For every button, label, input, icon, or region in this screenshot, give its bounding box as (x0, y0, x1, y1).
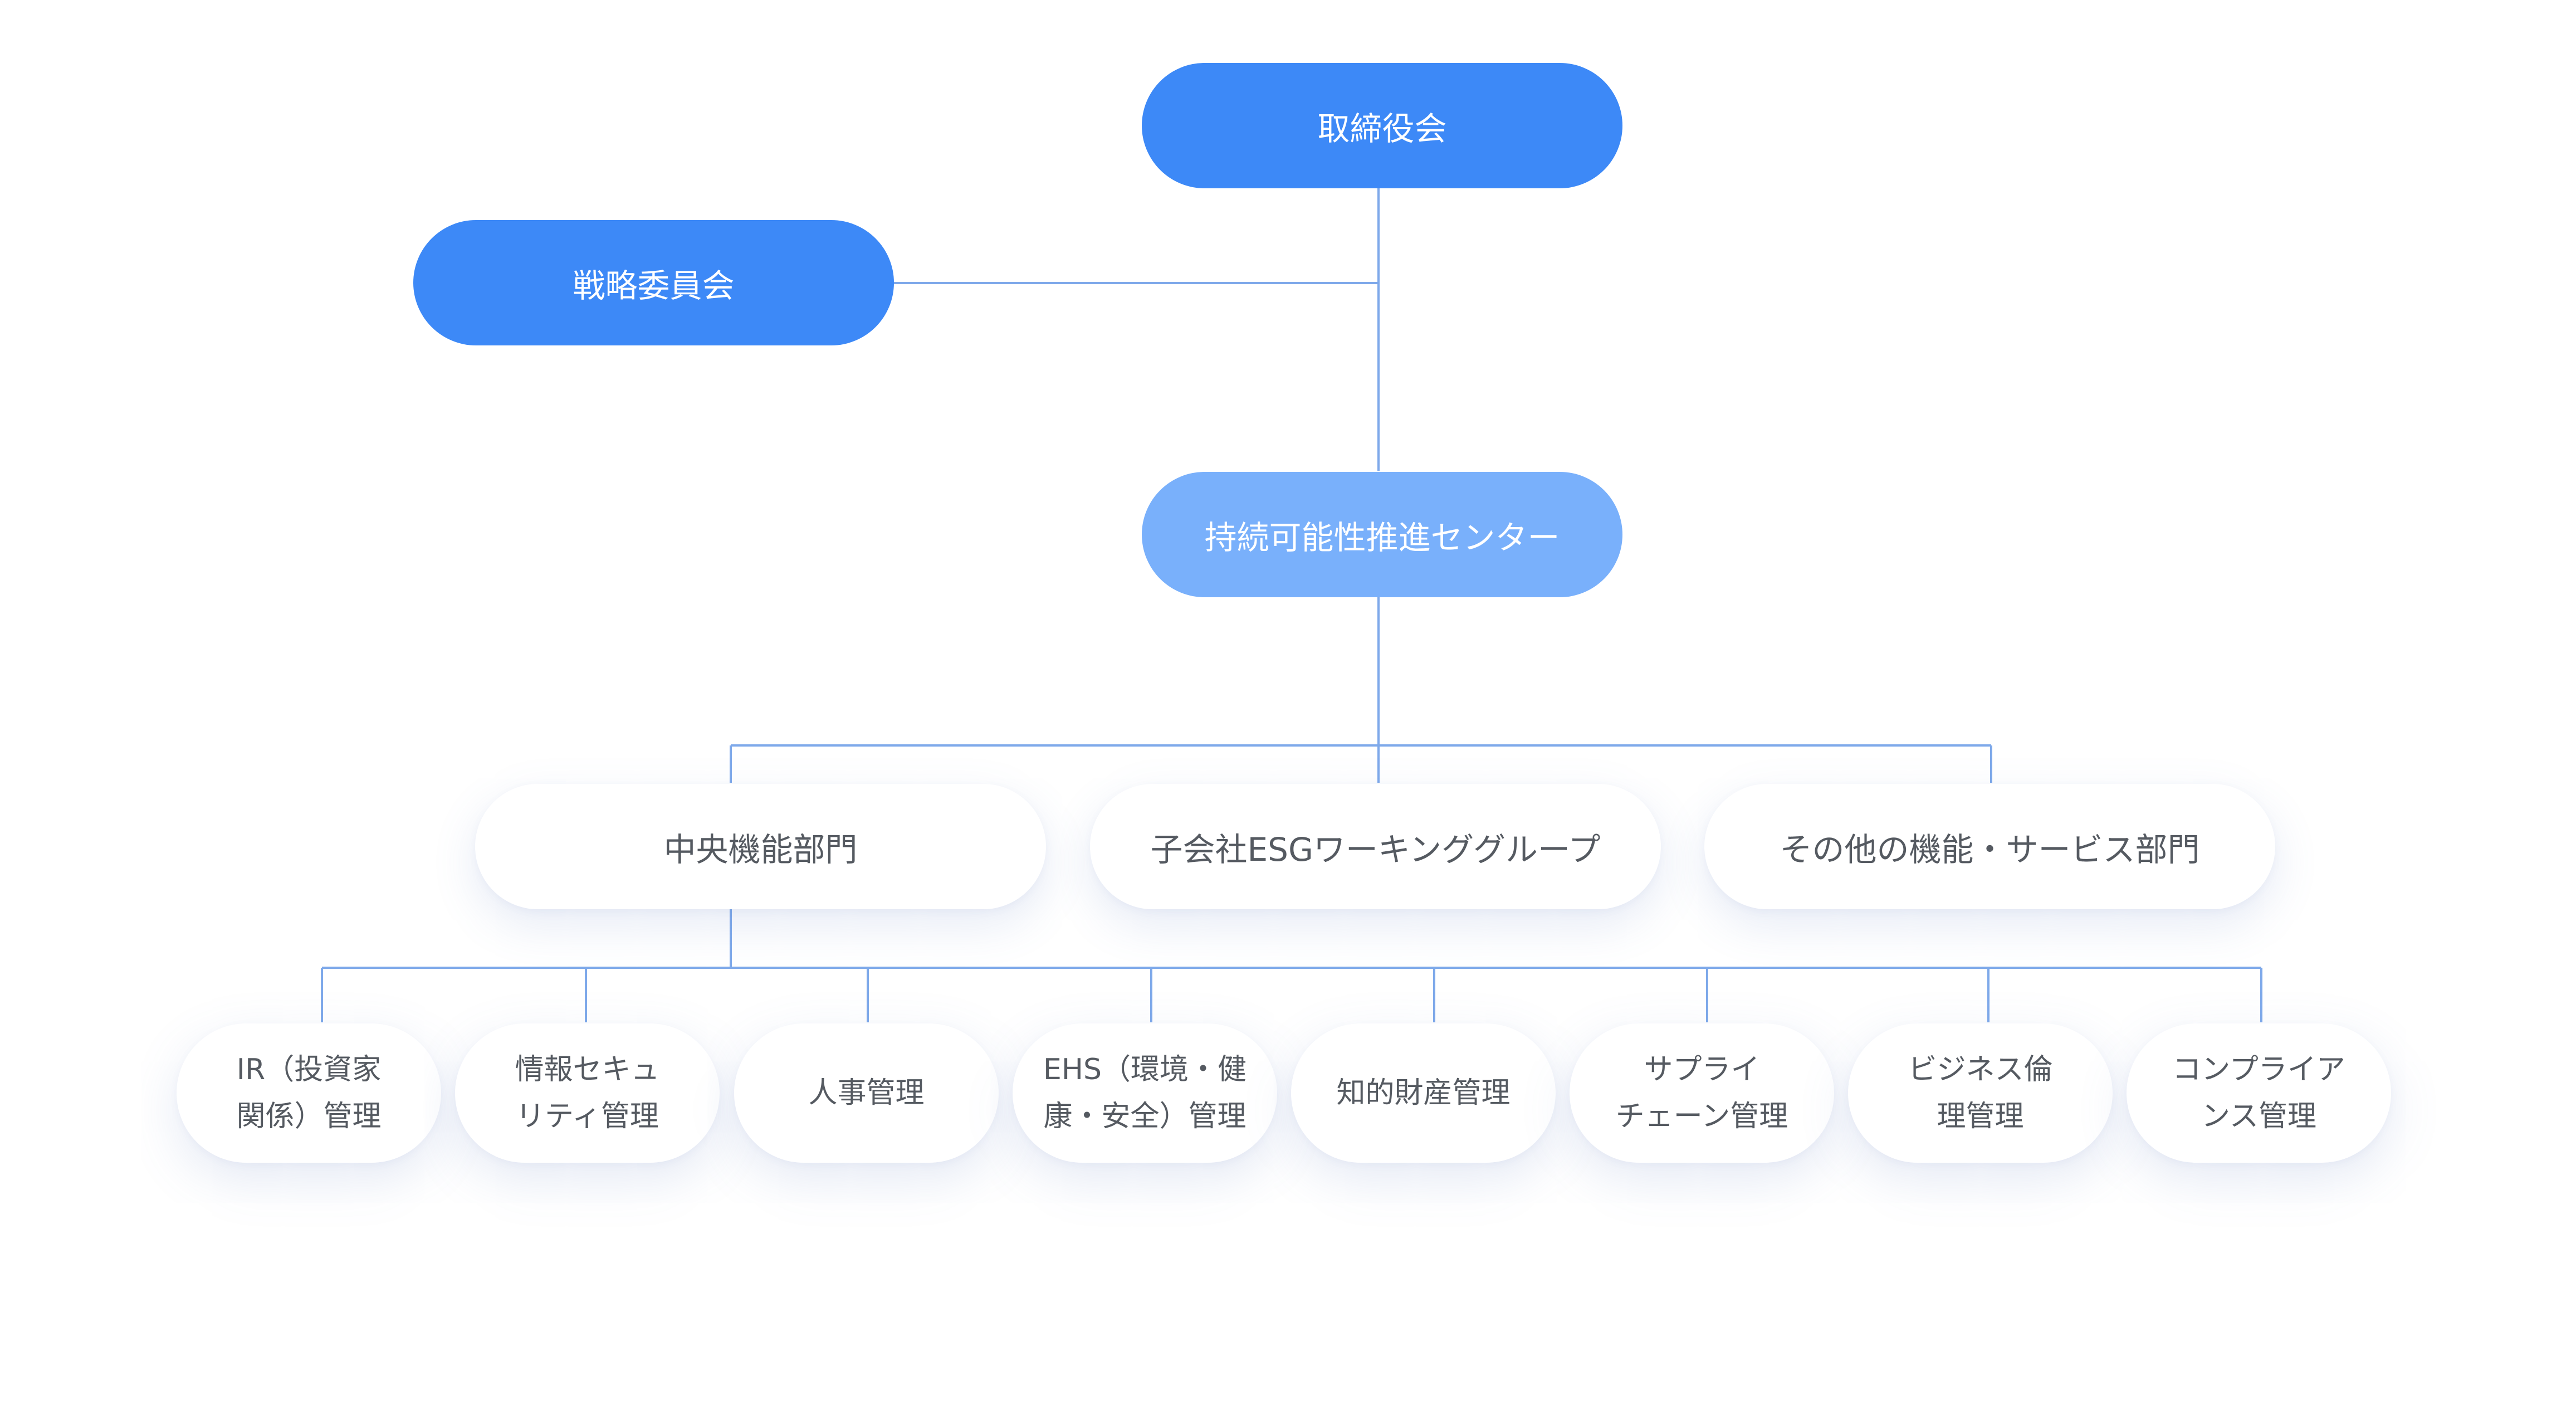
function-node-ehs: EHS（環境・健 康・安全）管理 (1013, 1023, 1277, 1163)
function-label-line2: 康・安全）管理 (1043, 1100, 1247, 1133)
function-label-line1: 人事管理 (808, 1076, 925, 1110)
function-label-line1: 知的財産管理 (1336, 1076, 1511, 1110)
function-label-line2: 関係）管理 (236, 1100, 382, 1133)
group-label: 中央機能部門 (663, 830, 858, 869)
function-node-business-ethics: ビジネス倫 理管理 (1848, 1023, 2113, 1163)
group-label: その他の機能・サービス部門 (1780, 830, 2200, 869)
function-label-line2: 理管理 (1937, 1100, 2024, 1133)
group-label: 子会社ESGワーキンググループ (1150, 830, 1601, 869)
sustainability-center-label: 持続可能性推進センター (1204, 518, 1560, 557)
function-node-infosec: 情報セキュ リティ管理 (455, 1023, 720, 1163)
function-node-supply-chain: サプライ チェーン管理 (1570, 1023, 1834, 1163)
function-node-hr: 人事管理 (734, 1023, 999, 1163)
function-label-line1: ビジネス倫 (1908, 1053, 2053, 1086)
function-label-line1: 情報セキュ (515, 1053, 660, 1086)
group-node-subsidiary-esg: 子会社ESGワーキンググループ (1090, 784, 1661, 909)
function-label-line2: リティ管理 (516, 1100, 659, 1133)
function-label-line2: ンス管理 (2201, 1100, 2316, 1133)
function-node-ip: 知的財産管理 (1291, 1023, 1556, 1163)
group-node-central-functions: 中央機能部門 (475, 784, 1046, 909)
function-label-line1: IR（投資家 (236, 1053, 382, 1086)
function-node-compliance: コンプライア ンス管理 (2127, 1023, 2391, 1163)
function-label-line1: EHS（環境・健 (1043, 1053, 1247, 1086)
function-label-line1: コンプライア (2172, 1053, 2345, 1086)
board-label: 取締役会 (1317, 109, 1447, 148)
strategy-committee-label: 戦略委員会 (573, 266, 735, 305)
group-node-other-services: その他の機能・サービス部門 (1704, 784, 2275, 909)
function-node-ir: IR（投資家 関係）管理 (177, 1023, 441, 1163)
sustainability-center-node: 持続可能性推進センター (1142, 472, 1622, 597)
function-label-line2: チェーン管理 (1615, 1100, 1788, 1133)
function-label-line1: サプライ (1644, 1053, 1760, 1086)
board-node: 取締役会 (1142, 63, 1622, 188)
strategy-committee-node: 戦略委員会 (413, 220, 894, 345)
